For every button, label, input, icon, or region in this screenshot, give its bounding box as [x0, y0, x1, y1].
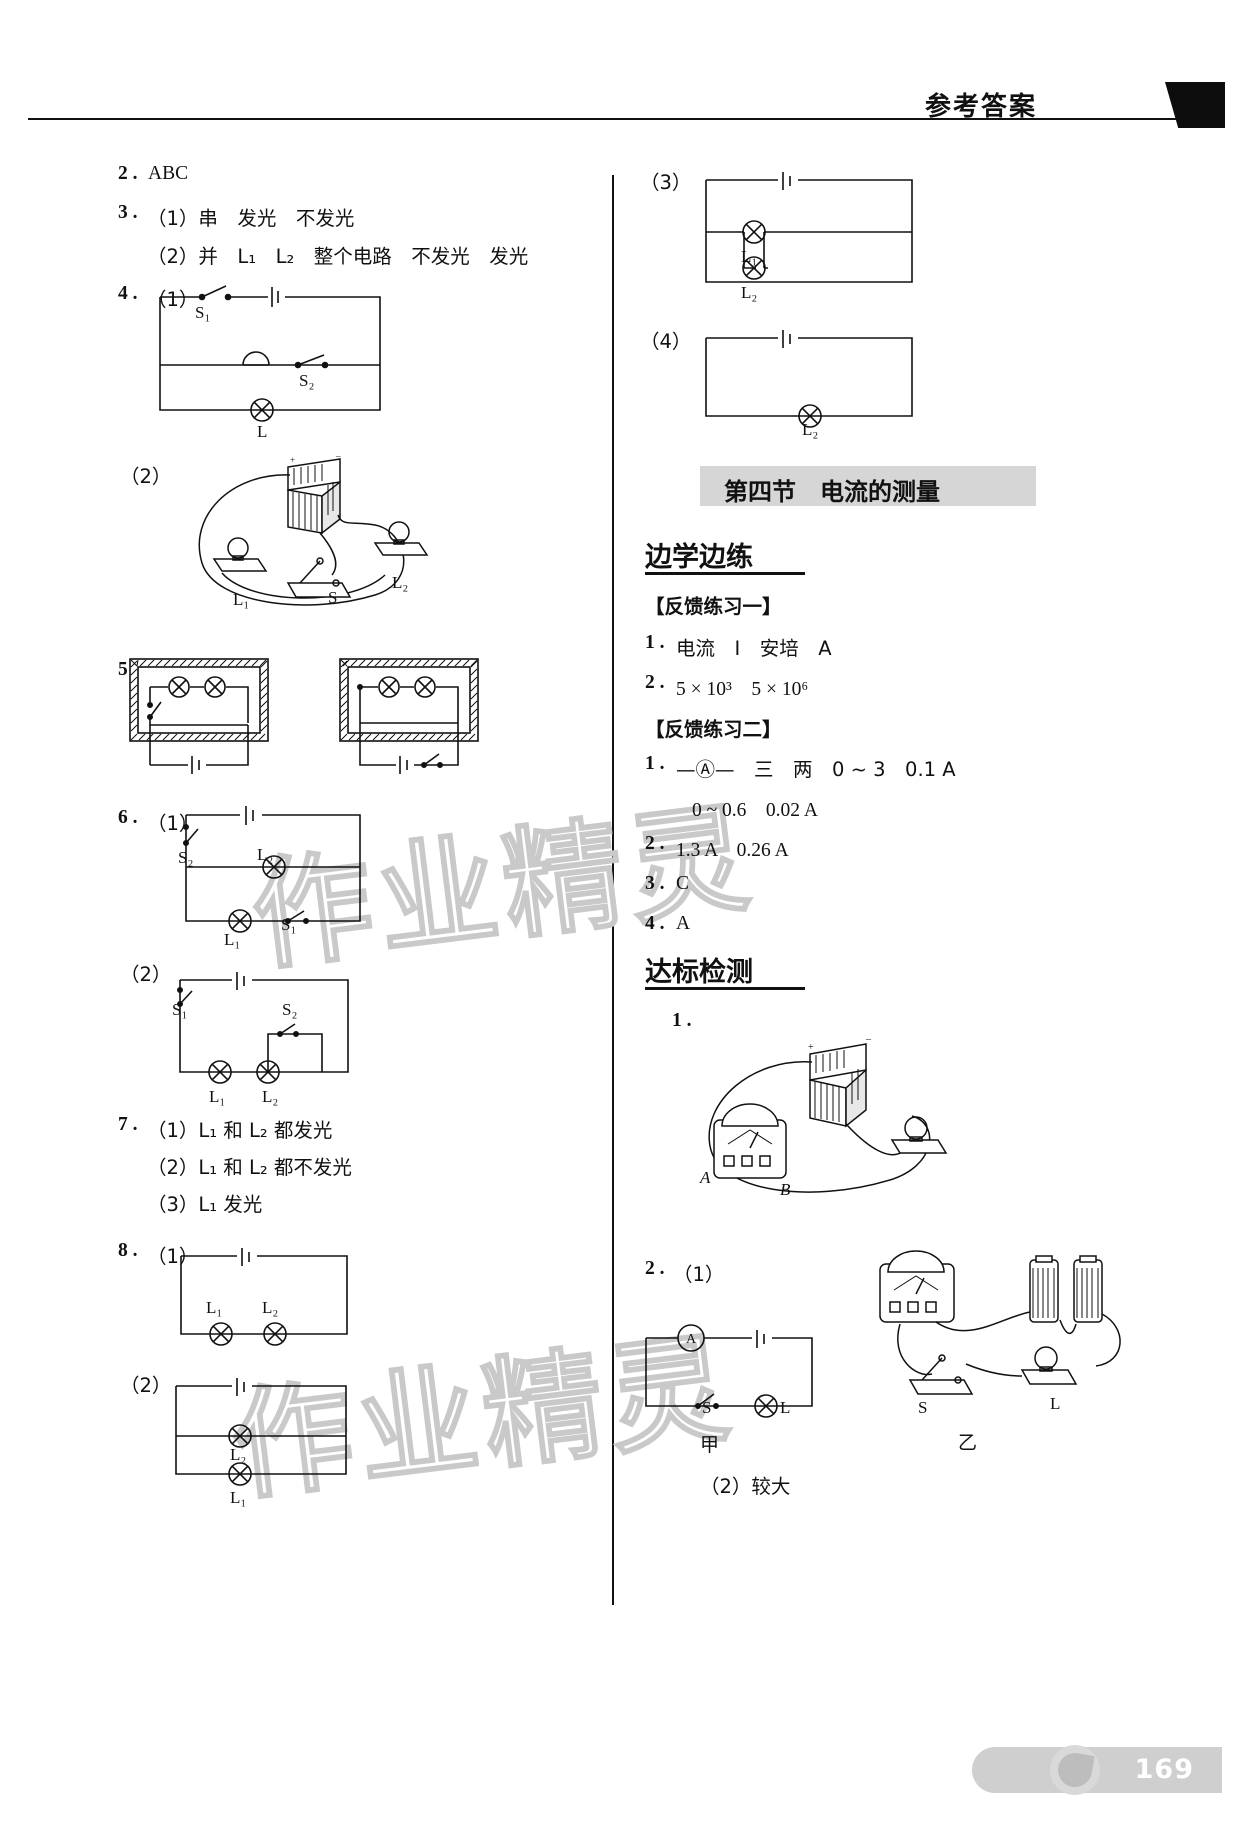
circuit-r3	[705, 172, 913, 283]
q8b-text: （2）	[120, 1374, 172, 1397]
fb1-2-text: 5 × 10³ 5 × 10⁶	[676, 679, 809, 700]
q3-text: （1）串 发光 不发光	[147, 207, 355, 230]
feedback2-title: 【反馈练习二】	[645, 718, 782, 741]
fb1-1-num: 1 .	[645, 632, 665, 653]
fb2-3-num: 3 .	[645, 873, 665, 894]
head-test: 达标检测	[645, 957, 753, 988]
label-l2-r3: L₂	[741, 283, 758, 302]
circuit-6-2	[177, 972, 349, 1084]
label-l1-81: L₁	[206, 1298, 223, 1317]
pictorial-test-1: + –	[708, 1034, 948, 1193]
label-a-test1: A	[700, 1168, 711, 1187]
label-yi: 乙	[958, 1432, 978, 1454]
label-l2-81: L₂	[262, 1298, 279, 1317]
page-number: 169	[1134, 1754, 1194, 1785]
fb1-1-text: 电流 I 安培 A	[676, 637, 832, 660]
head-test-underline	[645, 987, 805, 990]
label-s2: S₂	[299, 371, 315, 390]
svg-text:+: +	[808, 1042, 814, 1053]
test-2-num: 2 .	[645, 1258, 665, 1279]
q3b-text: （2）并 L₁ L₂ 整个电路 不发光 发光	[147, 245, 529, 268]
svg-text:–: –	[865, 1034, 872, 1045]
label-b-test1: B	[780, 1180, 791, 1199]
q3-number: 3 .	[118, 202, 138, 223]
label-l-pict2: L	[1050, 1394, 1061, 1413]
label-l2-6: L₂	[257, 845, 274, 864]
test-2b-text: （2）较大	[700, 1475, 791, 1498]
label-l2-62: L₂	[262, 1087, 279, 1106]
label-l2-r4: L₂	[802, 420, 819, 439]
label-l1-82: L₁	[230, 1488, 247, 1507]
circuit-r4	[705, 330, 913, 428]
fb2-2-num: 2 .	[645, 833, 665, 854]
q6b-text: （2）	[120, 963, 172, 986]
q7c-text: （3）L₁ 发光	[147, 1193, 263, 1216]
q6-number: 6 .	[118, 807, 138, 828]
label-s-pict2: S	[918, 1398, 928, 1417]
q8-number: 8 .	[118, 1240, 138, 1261]
head-practice-underline	[645, 572, 805, 575]
circuit-test-2: A	[645, 1324, 813, 1418]
head-practice: 边学边练	[645, 542, 753, 573]
label-l-test2: L	[780, 1398, 791, 1417]
page-title: 参考答案	[924, 92, 1037, 122]
q2-text: ABC	[148, 163, 189, 184]
test-2-text: （1）	[673, 1263, 725, 1286]
label-s1-62: S₁	[172, 1000, 188, 1019]
fb2-4-text: A	[676, 913, 691, 934]
label-jia: 甲	[700, 1434, 720, 1456]
r4-label: （4）	[640, 330, 692, 353]
circuit-4-1	[159, 285, 381, 422]
label-l2-82: L₂	[230, 1445, 247, 1464]
label-l1-r3: L₁	[741, 247, 758, 266]
q2-number: 2 .	[118, 163, 138, 184]
fb2-2-text: 1.3 A 0.26 A	[676, 840, 789, 861]
label-l1-62: L₁	[209, 1087, 226, 1106]
fb2-3-text: C	[676, 873, 690, 894]
label-s2-6: S₂	[178, 848, 194, 867]
svg-text:–: –	[335, 451, 341, 461]
q7-number: 7 .	[118, 1114, 138, 1135]
fb2-4-num: 4 .	[645, 913, 665, 934]
label-l: L	[257, 422, 268, 441]
fb2-1-num: 1 .	[645, 753, 665, 774]
q4b-text: （2）	[120, 465, 172, 488]
section-title-bg	[700, 466, 1036, 506]
header-rule	[28, 118, 1208, 120]
label-s2-62: S₂	[282, 1000, 298, 1019]
r3-label: （3）	[640, 171, 692, 194]
svg-text:+: +	[290, 455, 295, 465]
label-s-test2: S	[702, 1398, 712, 1417]
circuit-5	[129, 658, 479, 774]
q8-text: （1）	[147, 1245, 199, 1268]
circuit-6-1	[183, 806, 361, 933]
feedback1-title: 【反馈练习一】	[645, 595, 782, 618]
q4-number: 4 .	[118, 283, 138, 304]
label-s1: S₁	[195, 303, 211, 322]
label-l2-pict: L₂	[392, 573, 409, 592]
fb2-1b-text: 0 ~ 0.6 0.02 A	[692, 800, 818, 821]
circuit-8-2	[175, 1378, 347, 1486]
circuit-8-1	[180, 1248, 348, 1346]
column-divider	[612, 175, 614, 1605]
section-title: 第四节 电流的测量	[724, 478, 940, 506]
header-corner-tab	[1165, 82, 1225, 128]
fb2-1-text: —Ⓐ— 三 两 0 ~ 3 0.1 A	[676, 758, 956, 781]
fb1-2-num: 2 .	[645, 672, 665, 693]
label-s1-6: S₁	[281, 915, 297, 934]
pictorial-circuit-4-2: + –	[198, 451, 429, 606]
label-l1-pict: L₁	[233, 590, 250, 609]
svg-text:A: A	[686, 1332, 697, 1347]
label-s-pict: S	[328, 588, 338, 607]
label-l1-6: L₁	[224, 930, 241, 949]
pictorial-test-2	[879, 1250, 1121, 1395]
q7b-text: （2）L₁ 和 L₂ 都不发光	[147, 1156, 352, 1179]
q7-text: （1）L₁ 和 L₂ 都发光	[147, 1119, 333, 1142]
test-1-num: 1 .	[672, 1010, 692, 1031]
